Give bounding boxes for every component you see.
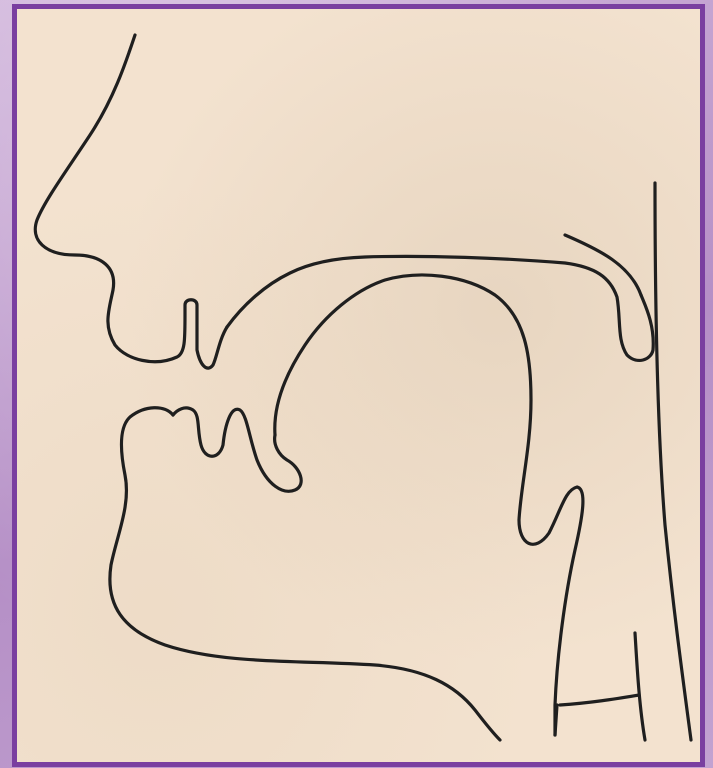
caption-text	[150, 742, 710, 768]
larynx-crossbar	[560, 695, 639, 705]
larynx-right	[635, 633, 645, 740]
tongue	[275, 275, 583, 735]
lower-teeth	[173, 408, 301, 491]
diagram-frame	[12, 4, 705, 767]
palate-and-velum	[227, 256, 653, 360]
larynx-left	[555, 705, 557, 735]
lower-lip-and-chin	[110, 408, 500, 740]
pharynx-wall	[655, 183, 691, 740]
vocal-tract-diagram	[17, 9, 700, 762]
nose-profile	[35, 35, 227, 368]
